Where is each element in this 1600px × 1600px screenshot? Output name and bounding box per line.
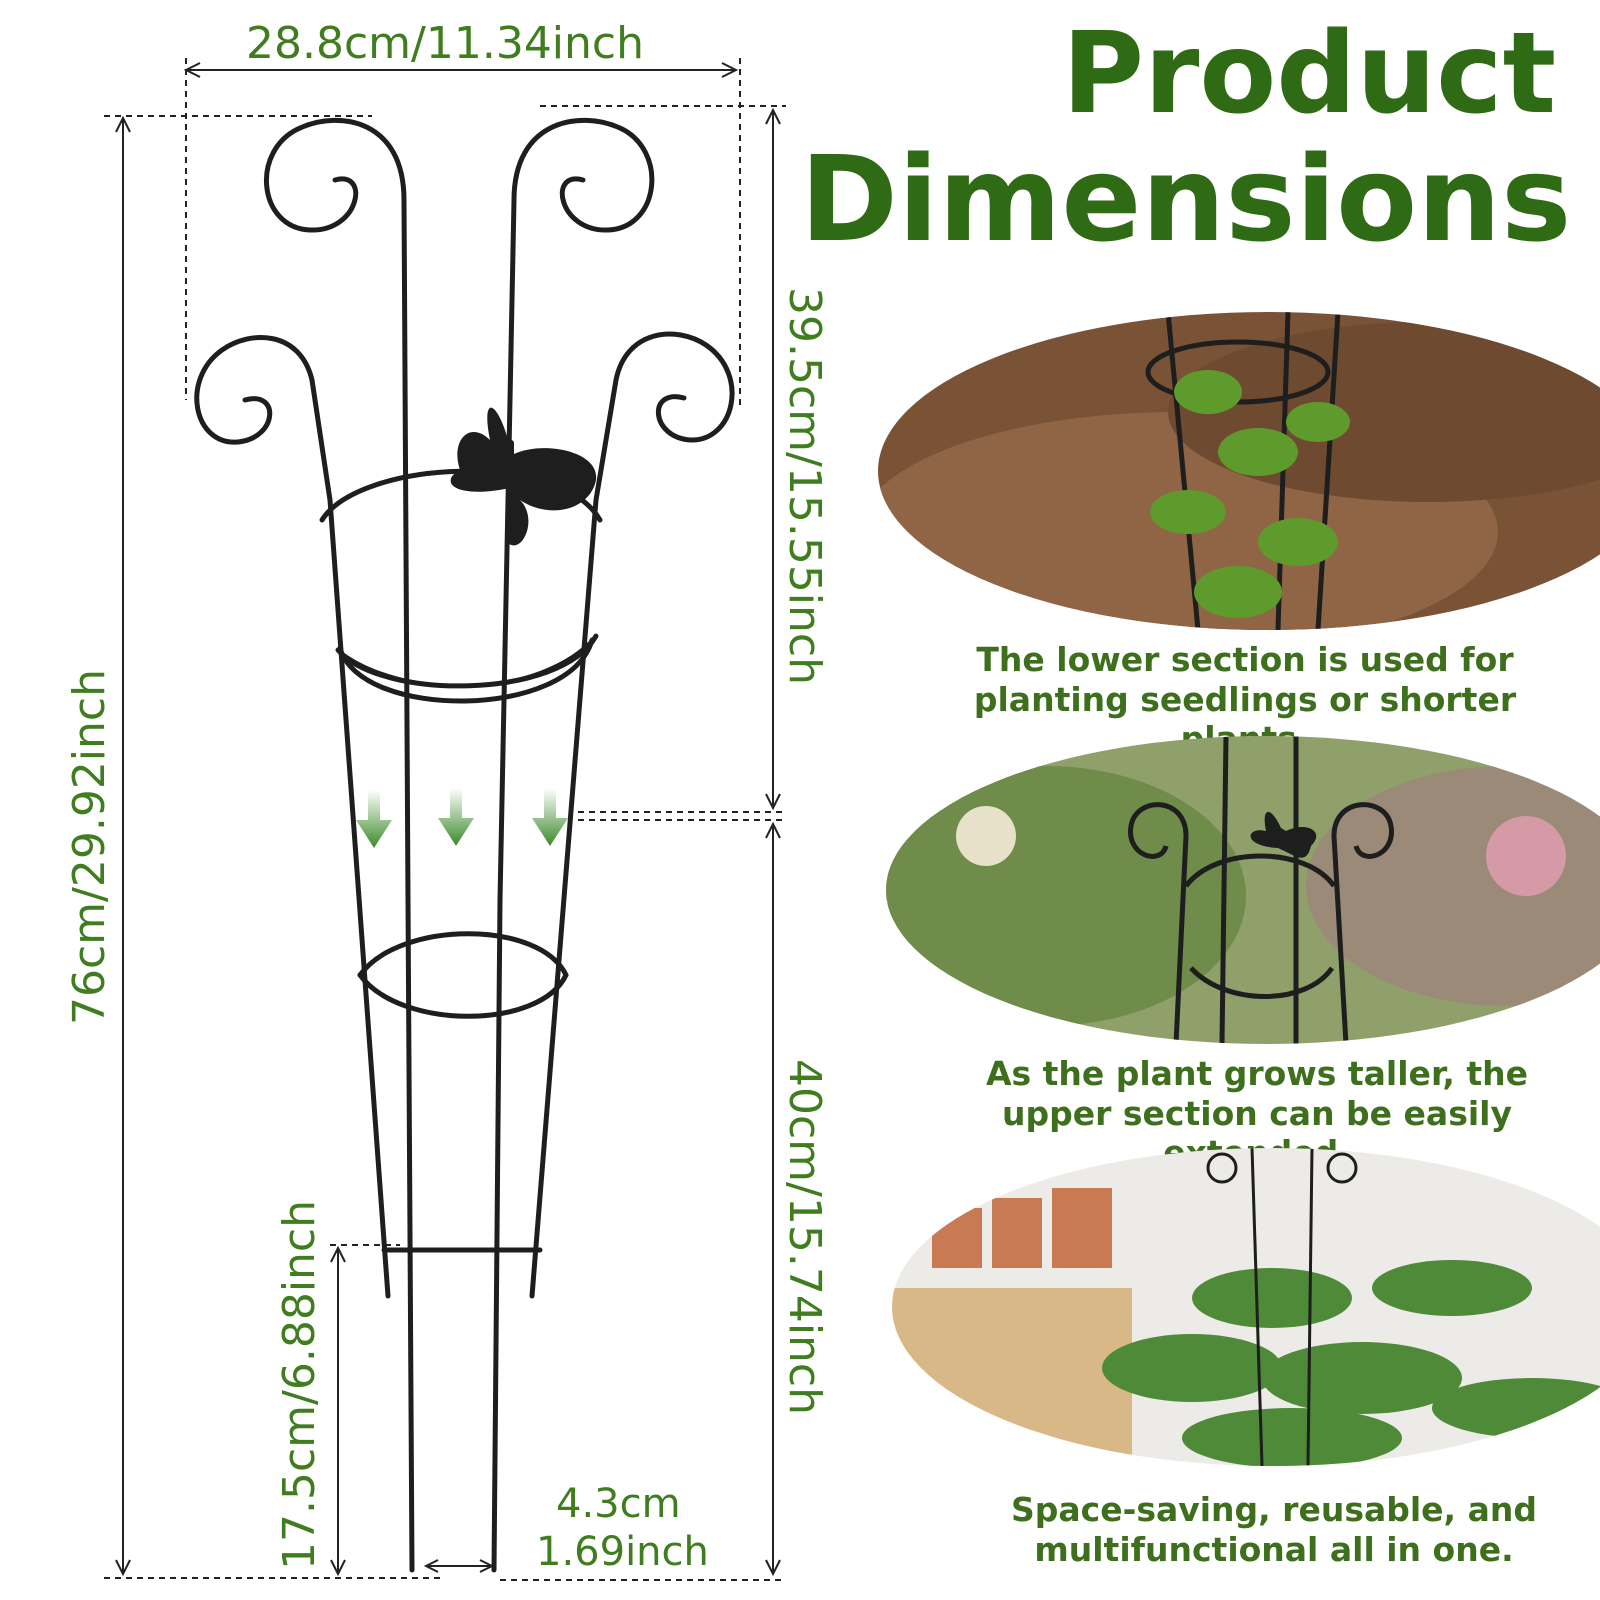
stake-length-label: 17.5cm/6.88inch bbox=[274, 1199, 325, 1570]
photo-garden-trellis bbox=[886, 736, 1600, 1044]
stake-dimension-line bbox=[330, 1244, 400, 1577]
title-line-2: Dimensions bbox=[800, 130, 1572, 268]
photo-indoor-plant bbox=[892, 1148, 1600, 1466]
total-height-dimension-line bbox=[104, 115, 440, 1579]
title-line-1: Product bbox=[1062, 9, 1557, 139]
top-width-label: 28.8cm/11.34inch bbox=[246, 18, 644, 69]
total-height-label: 76cm/29.92inch bbox=[64, 668, 115, 1026]
width-dimension-line bbox=[183, 58, 741, 410]
stake-gap-inch-label: 1.69inch bbox=[536, 1529, 709, 1575]
trellis-diagram bbox=[104, 58, 786, 1581]
arrow-down-icon bbox=[356, 788, 568, 848]
upper-section-label: 39.5cm/15.55inch bbox=[779, 287, 830, 685]
caption-third: Space-saving, reusable, and multifunctio… bbox=[1011, 1490, 1537, 1569]
butterfly-icon bbox=[450, 407, 597, 546]
lower-section-dimension-line bbox=[500, 819, 786, 1581]
stake-gap-cm-label: 4.3cm bbox=[556, 1481, 681, 1527]
upper-section-dimension-line bbox=[540, 105, 786, 813]
stake-gap-dimension-line bbox=[423, 1559, 495, 1573]
caption-second: As the plant grows taller, the upper sec… bbox=[985, 1054, 1529, 1172]
lower-section-label: 40cm/15.74inch bbox=[779, 1058, 830, 1416]
photo-seedling-soil bbox=[878, 312, 1600, 630]
